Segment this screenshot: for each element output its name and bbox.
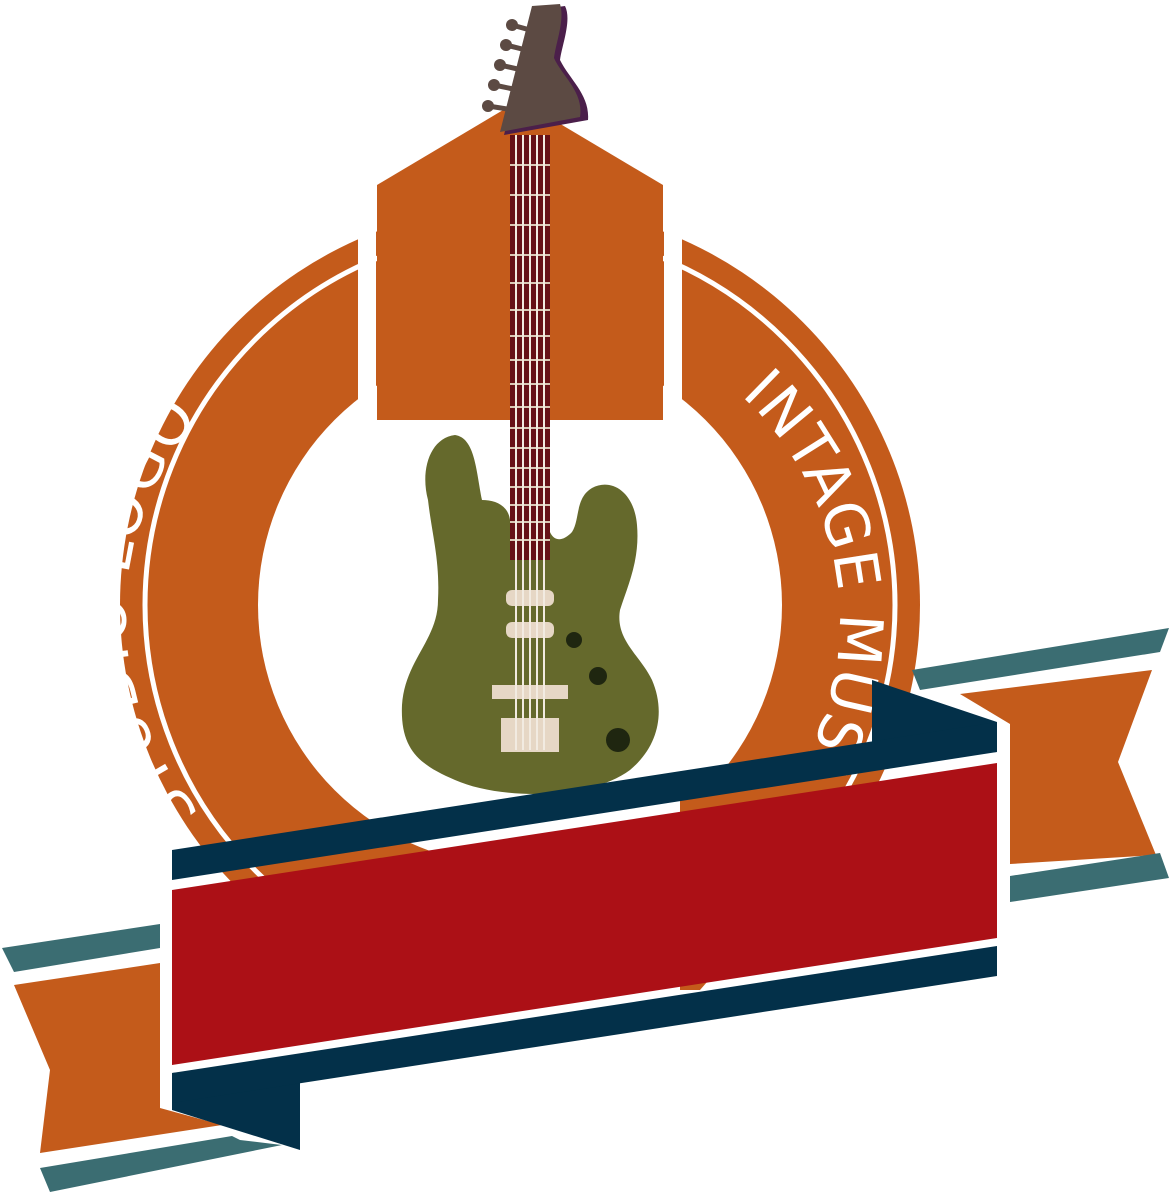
knob-3 xyxy=(606,728,630,752)
banner-back-bottom xyxy=(172,946,997,1103)
knob-2 xyxy=(589,667,607,685)
headstock-face xyxy=(500,4,581,132)
banner-back-top xyxy=(172,722,997,880)
ribbon-tail-left xyxy=(2,924,282,1192)
ribbon-gap-right xyxy=(664,190,682,450)
ribbon-tail-right xyxy=(912,628,1169,902)
banner xyxy=(172,763,997,1065)
knob-1 xyxy=(566,632,582,648)
guitar-icon xyxy=(401,4,659,794)
ribbon-gap-left xyxy=(358,190,376,450)
strings xyxy=(515,135,545,750)
